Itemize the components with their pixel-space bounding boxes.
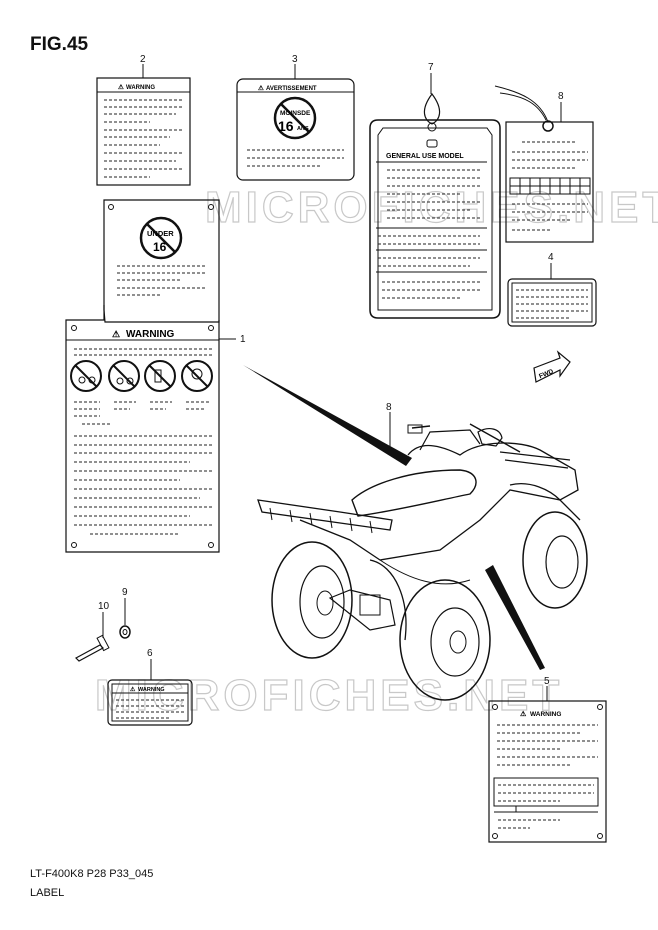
figure-code: LT-F400K8 P28 P33_045 bbox=[30, 868, 154, 880]
label-3-avertissement[interactable]: ⚠ AVERTISSEMENT MOINSDE 16 ANS bbox=[236, 78, 355, 181]
label-8-tag[interactable] bbox=[494, 85, 594, 243]
atv-illustration bbox=[243, 365, 588, 701]
label-2-heading: WARNING bbox=[126, 85, 155, 91]
page-title: FIG.45 bbox=[30, 34, 89, 55]
badge-unit: ANS bbox=[297, 126, 309, 132]
callout-8: 8 bbox=[558, 91, 564, 102]
under-16-text: UNDER bbox=[147, 229, 174, 238]
label-5-warning[interactable]: ⚠ WARNING bbox=[488, 700, 607, 843]
badge-text: MOINSDE bbox=[280, 110, 311, 117]
label-6-heading: WARNING bbox=[138, 687, 165, 693]
figure-caption: LABEL bbox=[30, 887, 65, 899]
callout-5: 5 bbox=[544, 676, 550, 687]
label-7-heading: GENERAL USE MODEL bbox=[386, 153, 464, 160]
label-2-warning[interactable]: ⚠ WARNING bbox=[96, 77, 191, 186]
warning-triangle-icon: ⚠ bbox=[118, 83, 125, 91]
helmet-pictogram-icon bbox=[181, 360, 213, 392]
callout-10: 10 bbox=[98, 601, 110, 612]
callout-6: 6 bbox=[147, 648, 153, 659]
callout-3: 3 bbox=[292, 54, 298, 65]
rivet-part-10[interactable] bbox=[75, 634, 110, 662]
warning-triangle-icon: ⚠ bbox=[112, 329, 120, 339]
callout-7: 7 bbox=[428, 62, 434, 73]
no-alcohol-pictogram-icon bbox=[144, 360, 176, 392]
warning-triangle-icon: ⚠ bbox=[258, 84, 265, 92]
callout-8-atv: 8 bbox=[386, 402, 392, 413]
age-restriction-icon bbox=[273, 96, 317, 140]
watermark: MICROFICHES.NET bbox=[205, 183, 658, 232]
label-3-heading: AVERTISSEMENT bbox=[266, 86, 317, 92]
warning-triangle-icon: ⚠ bbox=[130, 686, 136, 693]
watermark: MICROFICHES.NET bbox=[95, 671, 563, 720]
badge-number: 16 bbox=[278, 118, 294, 134]
callout-4: 4 bbox=[548, 252, 554, 263]
no-passenger-pictogram-icon bbox=[70, 360, 102, 392]
suzuki-logo-icon bbox=[426, 139, 438, 148]
fwd-text: FWD bbox=[538, 368, 555, 380]
callout-9: 9 bbox=[122, 587, 128, 598]
label-7-general-use-model-tag[interactable]: GENERAL USE MODEL bbox=[369, 92, 501, 319]
forward-arrow-icon: FWD bbox=[533, 350, 571, 383]
label-4[interactable] bbox=[507, 278, 597, 327]
washer-part-9[interactable] bbox=[119, 625, 131, 639]
warning-triangle-icon: ⚠ bbox=[520, 710, 527, 718]
under-16-number: 16 bbox=[153, 240, 167, 254]
callout-2: 2 bbox=[140, 54, 146, 65]
label-1-warning[interactable]: UNDER 16 ⚠ WARNING bbox=[65, 199, 220, 553]
no-paved-road-pictogram-icon bbox=[108, 360, 140, 392]
age-restriction-icon bbox=[139, 216, 183, 260]
label-6-warning[interactable]: ⚠ WARNING bbox=[107, 679, 193, 726]
label-5-heading: WARNING bbox=[530, 711, 561, 718]
callout-1: 1 bbox=[240, 334, 246, 345]
label-1-heading: WARNING bbox=[126, 329, 175, 340]
